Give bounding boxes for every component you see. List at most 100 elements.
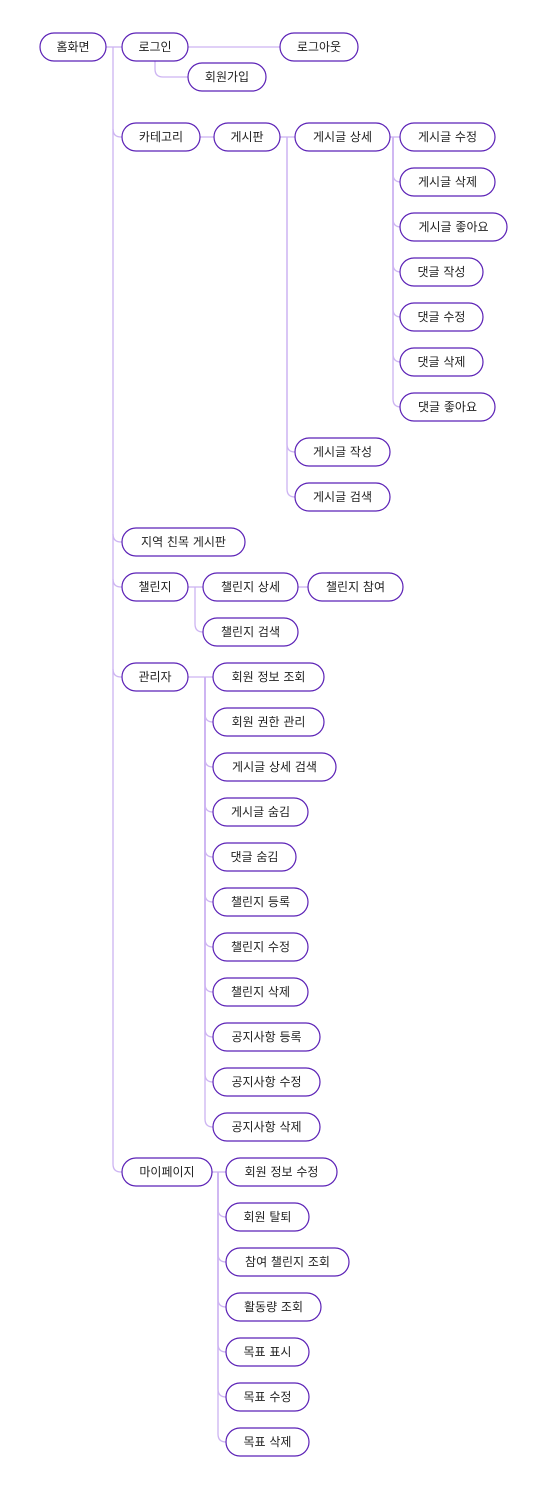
node-box <box>39 32 107 62</box>
sitemap-edge <box>112 533 122 543</box>
node-root: 홈화면 <box>39 32 107 62</box>
node-box <box>121 122 201 152</box>
node-label: 챌린지 수정 <box>231 940 290 954</box>
node-label: 회원 권한 관리 <box>232 715 306 729</box>
node-box <box>307 572 404 602</box>
node-label: 게시글 수정 <box>418 130 477 144</box>
node-mypage-child-2: 참여 챌린지 조회 <box>225 1247 350 1277</box>
node-label: 댓글 삭제 <box>418 355 466 369</box>
node-box <box>399 257 484 287</box>
node-section-2: 지역 친목 게시판 <box>121 527 246 557</box>
node-post-child-1: 게시글 삭제 <box>399 167 496 197</box>
node-box <box>212 932 309 962</box>
node-box <box>187 62 267 92</box>
node-label: 챌린지 참여 <box>326 580 385 594</box>
node-box <box>294 122 391 152</box>
node-board: 게시판 <box>213 122 281 152</box>
node-label: 로그아웃 <box>297 40 341 54</box>
node-section-3: 챌린지 <box>121 572 189 602</box>
node-admin-child-4: 댓글 숨김 <box>212 842 297 872</box>
node-label: 댓글 숨김 <box>231 850 279 864</box>
node-box <box>212 797 309 827</box>
node-label: 게시글 상세 <box>313 130 372 144</box>
node-admin-child-9: 공지사항 수정 <box>212 1067 321 1097</box>
node-box <box>279 32 359 62</box>
node-board-child-0: 게시글 상세 <box>294 122 391 152</box>
node-label: 로그인 <box>138 40 171 54</box>
node-admin-child-3: 게시글 숨김 <box>212 797 309 827</box>
node-challenge-join: 챌린지 참여 <box>307 572 404 602</box>
sitemap-edge <box>217 1172 227 1218</box>
node-box <box>294 482 391 512</box>
node-label: 목표 수정 <box>244 1390 292 1404</box>
sitemap-edge <box>112 578 122 588</box>
node-box <box>121 572 189 602</box>
sitemap-edge <box>112 47 122 1173</box>
node-label: 관리자 <box>138 670 171 684</box>
node-box <box>212 887 309 917</box>
node-box <box>212 842 297 872</box>
node-board-child-1: 게시글 작성 <box>294 437 391 467</box>
node-box <box>294 437 391 467</box>
node-box <box>212 1067 321 1097</box>
sitemap-edge <box>392 137 402 363</box>
node-label: 게시글 작성 <box>313 445 372 459</box>
node-mypage-child-3: 활동량 조회 <box>225 1292 322 1322</box>
node-post-child-6: 댓글 좋아요 <box>399 392 496 422</box>
node-label: 댓글 좋아요 <box>418 400 477 414</box>
node-box <box>399 122 496 152</box>
node-logout: 로그아웃 <box>279 32 359 62</box>
node-box <box>225 1292 322 1322</box>
sitemap-edge <box>112 668 122 678</box>
node-admin-child-8: 공지사항 등록 <box>212 1022 321 1052</box>
node-admin-child-2: 게시글 상세 검색 <box>212 752 337 782</box>
sitemap-edge <box>286 137 296 453</box>
node-challenge-detail: 챌린지 상세 <box>202 572 299 602</box>
node-label: 참여 챌린지 조회 <box>245 1255 330 1269</box>
node-signup: 회원가입 <box>187 62 267 92</box>
sitemap-edge <box>392 137 402 273</box>
node-label: 홈화면 <box>56 40 89 54</box>
node-box <box>121 32 189 62</box>
node-box <box>212 977 309 1007</box>
sitemap-edge <box>286 137 296 498</box>
node-label: 댓글 작성 <box>418 265 466 279</box>
node-label: 챌린지 삭제 <box>231 985 290 999</box>
node-box <box>225 1202 310 1232</box>
sitemap-edge <box>154 61 188 78</box>
node-label: 회원 탈퇴 <box>244 1210 292 1224</box>
node-label: 게시글 숨김 <box>231 805 290 819</box>
sitemap-edge <box>217 1172 227 1398</box>
node-label: 게시글 좋아요 <box>418 220 488 234</box>
node-box <box>121 662 189 692</box>
node-box <box>212 1112 321 1142</box>
node-box <box>121 527 246 557</box>
node-mypage-child-5: 목표 수정 <box>225 1382 310 1412</box>
sitemap-edge <box>392 137 402 183</box>
node-label: 회원 정보 수정 <box>245 1165 319 1179</box>
node-label: 댓글 수정 <box>418 310 466 324</box>
node-box <box>212 662 325 692</box>
node-post-child-3: 댓글 작성 <box>399 257 484 287</box>
node-mypage-child-1: 회원 탈퇴 <box>225 1202 310 1232</box>
node-section-4: 관리자 <box>121 662 189 692</box>
node-section-0: 로그인 <box>121 32 189 62</box>
node-box <box>212 1022 321 1052</box>
node-mypage-child-0: 회원 정보 수정 <box>225 1157 338 1187</box>
sitemap-edge <box>112 128 122 138</box>
node-challenge-search: 챌린지 검색 <box>202 617 299 647</box>
node-box <box>399 167 496 197</box>
node-box <box>225 1382 310 1412</box>
node-box <box>225 1247 350 1277</box>
sitemap-edge <box>194 587 204 633</box>
node-box <box>225 1427 310 1457</box>
node-admin-child-6: 챌린지 수정 <box>212 932 309 962</box>
node-box <box>202 617 299 647</box>
node-box <box>399 302 484 332</box>
sitemap-edge <box>217 1172 227 1308</box>
sitemap-edge <box>204 677 214 1128</box>
node-admin-child-0: 회원 정보 조회 <box>212 662 325 692</box>
node-post-child-4: 댓글 수정 <box>399 302 484 332</box>
node-post-child-5: 댓글 삭제 <box>399 347 484 377</box>
